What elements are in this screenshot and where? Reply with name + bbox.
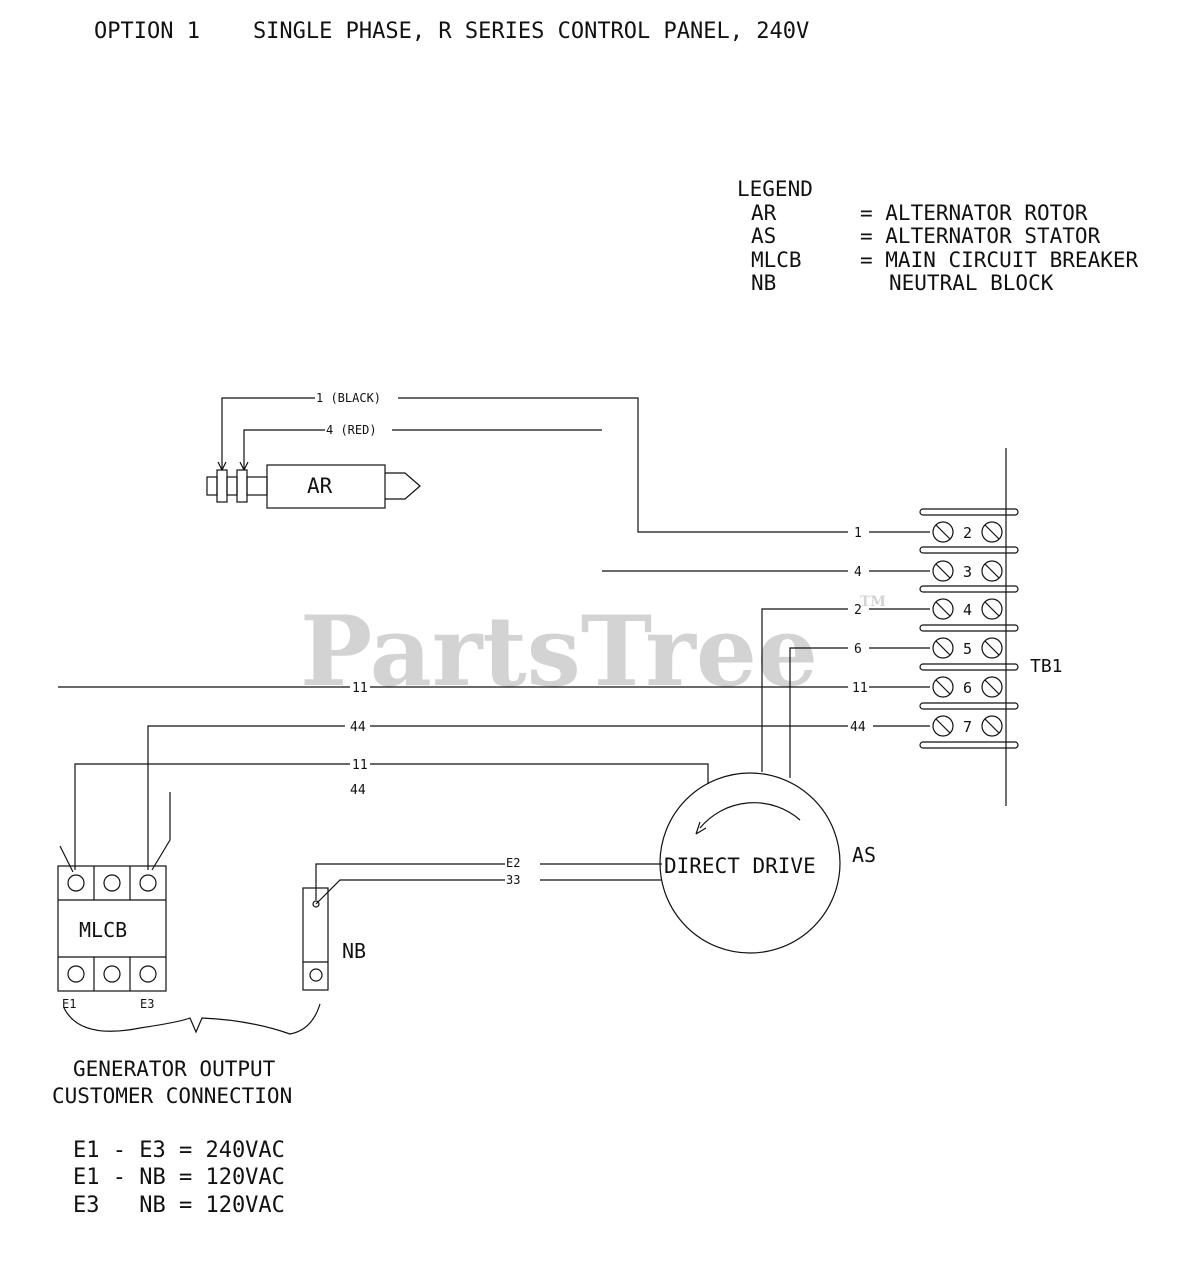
- neutral-block: NB: [302, 887, 366, 991]
- mlcb-label: MLCB: [79, 918, 127, 942]
- screw-slot: [984, 563, 1000, 579]
- tb-terminal-number: 6: [963, 679, 972, 697]
- tb-terminal-number: 2: [963, 524, 972, 542]
- screw-icon: [981, 676, 1003, 698]
- legend-code-nb: NB: [751, 271, 776, 295]
- stator-wire-e3: 33: [506, 873, 520, 887]
- screw-icon: [932, 598, 954, 620]
- tb-terminal: 3: [932, 560, 1003, 582]
- screw-icon: [932, 521, 954, 543]
- nb-label: NB: [342, 939, 366, 963]
- screw-icon: [932, 637, 954, 659]
- screw-slot: [984, 524, 1000, 540]
- legend-desc-as: = ALTERNATOR STATOR: [860, 224, 1101, 248]
- tb-terminal-number: 5: [963, 640, 972, 658]
- mid-wire-11: 11: [352, 681, 368, 696]
- wire-red-label: 4 (RED): [326, 423, 377, 437]
- tb-rail: [919, 508, 1019, 516]
- tb-wires: 1 4 2 6 11 44 11 44 11 44: [58, 526, 930, 870]
- legend-desc-nb: NEUTRAL BLOCK: [889, 271, 1054, 295]
- legend-code-as: AS: [751, 224, 776, 248]
- stator-text: DIRECT DRIVE: [664, 854, 816, 878]
- tb-wire-1: 1: [854, 526, 862, 541]
- screw-slot: [935, 679, 951, 695]
- screw-slot: [935, 563, 951, 579]
- tb-rail: [919, 546, 1019, 554]
- tb-wire-44: 44: [850, 720, 866, 735]
- tb-terminal-number: 4: [963, 601, 972, 619]
- diagram-title: OPTION 1 SINGLE PHASE, R SERIES CONTROL …: [94, 19, 809, 44]
- tb-wire-4: 4: [854, 565, 862, 580]
- voltage-line1: E1 - E3 = 240VAC: [73, 1138, 285, 1163]
- screw-slot: [935, 718, 951, 734]
- screw-icon: [932, 560, 954, 582]
- mid-wire-44: 44: [350, 720, 366, 735]
- mlcb-e3: E3: [140, 997, 154, 1011]
- legend-code-mlcb: MLCB: [751, 248, 802, 272]
- tb-terminal: 4: [932, 598, 1003, 620]
- alternator-stator: DIRECT DRIVE AS E2 33: [315, 772, 876, 954]
- tb-rail: [919, 624, 1019, 632]
- screw-slot: [984, 640, 1000, 656]
- wire-black-label: 1 (BLACK): [316, 391, 381, 405]
- tb-terminal: 7: [932, 715, 1003, 737]
- screw-icon: [981, 637, 1003, 659]
- legend-code-ar: AR: [751, 201, 777, 225]
- tb-terminal: 2: [932, 521, 1003, 543]
- watermark: PartsTree: [300, 595, 818, 708]
- mid-wire-11b: 11: [352, 758, 368, 773]
- tb-terminal-number: 3: [963, 563, 972, 581]
- screw-slot: [984, 718, 1000, 734]
- tb-terminal: 5: [932, 637, 1003, 659]
- screw-slot: [935, 640, 951, 656]
- alternator-rotor: AR 1 (BLACK) 4 (RED): [206, 391, 848, 533]
- mlcb-e1: E1: [62, 997, 76, 1011]
- screw-icon: [932, 715, 954, 737]
- tb-wire-6: 6: [854, 642, 862, 657]
- main-circuit-breaker: MLCB E1 E3: [57, 792, 171, 1011]
- tb-rail: [919, 741, 1019, 749]
- stator-wire-e2: E2: [506, 856, 520, 870]
- legend-heading: LEGEND: [737, 177, 813, 201]
- tb-rail: [919, 585, 1019, 593]
- terminal-block: 2 3 4 5 6 7 TB1: [919, 448, 1063, 806]
- screw-icon: [981, 715, 1003, 737]
- legend-desc-ar: = ALTERNATOR ROTOR: [860, 201, 1088, 225]
- screw-slot: [984, 679, 1000, 695]
- screw-icon: [981, 521, 1003, 543]
- stator-label: AS: [852, 843, 876, 867]
- tb-wire-2: 2: [854, 603, 862, 618]
- screw-icon: [932, 676, 954, 698]
- legend: LEGEND AR = ALTERNATOR ROTOR AS = ALTERN…: [737, 177, 1139, 295]
- tb-rail: [919, 663, 1019, 671]
- watermark-tm: TM: [860, 594, 886, 610]
- screw-icon: [981, 598, 1003, 620]
- tb-terminal-number: 7: [963, 718, 972, 736]
- tb-label: TB1: [1030, 656, 1063, 677]
- screw-slot: [935, 524, 951, 540]
- rotor-label: AR: [307, 474, 333, 498]
- output-line2: CUSTOMER CONNECTION: [52, 1084, 292, 1108]
- voltage-line3: E3 NB = 120VAC: [73, 1193, 285, 1218]
- tb-rail: [919, 702, 1019, 710]
- legend-desc-mlcb: = MAIN CIRCUIT BREAKER: [860, 248, 1139, 272]
- tb-terminal: 6: [932, 676, 1003, 698]
- voltage-line2: E1 - NB = 120VAC: [73, 1165, 285, 1190]
- mid-wire-44b: 44: [350, 783, 366, 798]
- tb-wire-11: 11: [852, 681, 868, 696]
- screw-slot: [935, 601, 951, 617]
- output-brace: [63, 1003, 321, 1035]
- screw-icon: [981, 560, 1003, 582]
- screw-slot: [984, 601, 1000, 617]
- output-line1: GENERATOR OUTPUT: [73, 1057, 276, 1081]
